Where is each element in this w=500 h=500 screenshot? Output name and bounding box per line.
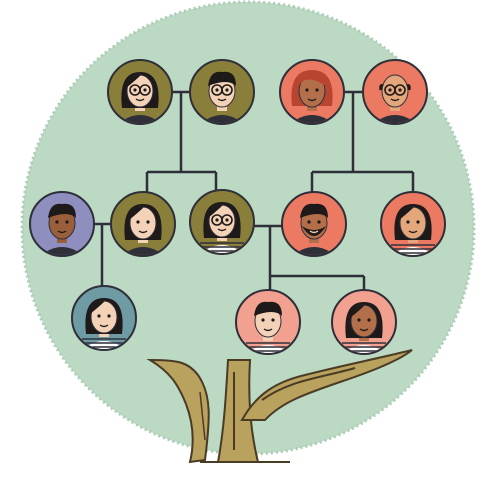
eye-left <box>97 314 101 318</box>
mouth <box>217 228 227 232</box>
relationship-connectors <box>94 90 415 290</box>
glasses-lens-right <box>221 214 233 226</box>
mouth <box>135 98 145 102</box>
mouth <box>359 328 369 332</box>
eye-left <box>388 88 392 92</box>
hair <box>90 300 118 316</box>
glasses-lens-right <box>394 84 406 96</box>
connector-p3-p4 <box>254 224 366 290</box>
connector-gp3-gp4 <box>310 90 415 192</box>
portrait-gp2 <box>189 59 255 125</box>
portrait-c1 <box>71 285 137 351</box>
mouth <box>390 98 400 102</box>
beard <box>302 226 326 236</box>
connector-gp1-gp2 <box>145 90 218 192</box>
hair <box>208 204 236 220</box>
eye-right <box>315 88 319 92</box>
eye-left <box>136 220 140 224</box>
eye-right <box>416 220 420 224</box>
portrait-gp1 <box>107 59 173 125</box>
eye-left <box>406 220 410 224</box>
portrait-c3 <box>331 289 397 355</box>
glasses-lens-right <box>139 84 151 96</box>
eye-right <box>143 88 147 92</box>
hair <box>126 74 154 90</box>
eye-left <box>357 318 361 322</box>
eye-right <box>225 218 229 222</box>
hair <box>254 301 282 316</box>
hair <box>129 206 157 222</box>
mouth <box>307 98 317 102</box>
eye-right <box>65 220 69 224</box>
portrait-p3 <box>189 189 255 255</box>
portrait-gp3 <box>279 59 345 125</box>
connector-p1-p2 <box>94 222 111 286</box>
tree-canopy-texture <box>20 0 476 456</box>
eye-left <box>215 218 219 222</box>
hair <box>379 84 411 91</box>
portraits <box>29 59 446 355</box>
portrait-p5 <box>380 191 446 257</box>
portrait-gp4 <box>362 59 428 125</box>
hair <box>350 304 378 320</box>
mouth <box>138 230 148 234</box>
eye-right <box>317 220 321 224</box>
eye-right <box>398 88 402 92</box>
eye-left <box>215 88 219 92</box>
portrait-c2 <box>235 289 301 355</box>
tree-trunk <box>146 349 413 464</box>
eye-left <box>55 220 59 224</box>
mouth <box>263 328 273 332</box>
eye-left <box>305 88 309 92</box>
mouth <box>408 230 418 234</box>
eye-right <box>367 318 371 322</box>
hair <box>48 203 76 218</box>
eye-right <box>107 314 111 318</box>
mouth <box>57 230 67 234</box>
eye-right <box>146 220 150 224</box>
eye-left <box>261 318 265 322</box>
portrait-p1 <box>29 191 95 257</box>
glasses-lens-right <box>221 84 233 96</box>
eye-right <box>225 88 229 92</box>
mouth <box>99 324 109 328</box>
hair <box>208 71 236 86</box>
hair <box>300 203 328 218</box>
portrait-p4 <box>281 191 347 257</box>
eye-right <box>271 318 275 322</box>
eye-left <box>133 88 137 92</box>
hair <box>298 72 326 88</box>
mouth <box>217 98 227 102</box>
eye-left <box>307 220 311 224</box>
hair <box>399 206 427 222</box>
portrait-p2 <box>110 191 176 257</box>
mouth <box>309 230 319 234</box>
